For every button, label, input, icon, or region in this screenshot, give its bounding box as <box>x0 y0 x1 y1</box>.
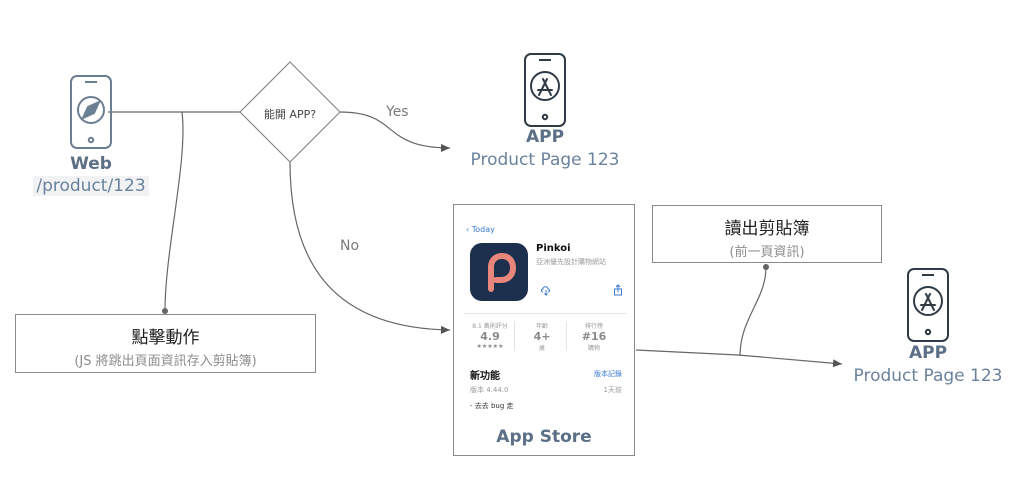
divider <box>566 321 567 351</box>
rating-stars: ★★★★★ <box>476 343 504 350</box>
click-action-title: 點擊動作 <box>131 328 200 348</box>
pinkoi-app-icon <box>470 243 528 301</box>
rating-value: 4.9 <box>480 330 500 343</box>
app-store-screenshot: ‹ Today Pinkoi 亞洲優先設計購物網站 8.1 萬則評分 4.9 ★… <box>464 215 626 421</box>
divider <box>464 313 626 314</box>
app-store-card: ‹ Today Pinkoi 亞洲優先設計購物網站 8.1 萬則評分 4.9 ★… <box>453 204 635 456</box>
app-top-subtitle: Product Page 123 <box>470 150 620 170</box>
age-value: 4+ <box>533 330 551 343</box>
no-label: No <box>340 238 360 254</box>
rank-value: #16 <box>581 330 607 343</box>
click-action-subtitle: (JS 將跳出頁面資訊存入剪貼簿) <box>74 354 257 369</box>
whats-new-heading: 新功能 <box>470 371 500 382</box>
age-label: 年齡 <box>535 323 548 330</box>
share-icon[interactable] <box>612 281 624 296</box>
compass-phone-icon <box>70 75 112 149</box>
age-block: 年齡 4+ 歲 <box>522 321 562 352</box>
decision-label: 能開 APP? <box>263 108 317 121</box>
time-ago: 1天前 <box>603 386 622 394</box>
read-clipboard-box: 讀出剪貼簿 (前一頁資訊) <box>652 205 882 263</box>
edge-clipboard-dot <box>763 264 769 270</box>
yes-label: Yes <box>386 104 409 120</box>
rank-label: 排行榜 <box>584 323 603 330</box>
back-today-link[interactable]: ‹ Today <box>466 225 495 234</box>
app-right-subtitle: Product Page 123 <box>853 366 1003 386</box>
decision-diamond <box>239 61 341 163</box>
edge-no <box>289 161 451 334</box>
click-action-box: 點擊動作 (JS 將跳出頁面資訊存入剪貼簿) <box>15 314 316 373</box>
web-path: /product/123 <box>33 176 149 196</box>
edge-store-to-app <box>635 349 843 368</box>
edge-yes <box>339 111 451 152</box>
app-top-title: APP <box>525 127 565 147</box>
edge-clipboard-to-flow <box>739 266 767 357</box>
rating-block: 8.1 萬則評分 4.9 ★★★★★ <box>470 321 510 350</box>
edge-click-dot <box>162 308 168 314</box>
app-tagline: 亞洲優先設計購物網站 <box>536 258 606 266</box>
app-store-label: App Store <box>496 427 592 447</box>
back-today-label: Today <box>471 225 495 234</box>
app-store-phone-icon-top <box>524 53 566 127</box>
rank-unit: 購物 <box>587 345 600 352</box>
version-label: 版本 4.44.0 <box>470 386 509 394</box>
web-title: Web <box>70 154 112 174</box>
app-store-phone-icon-right <box>907 268 949 342</box>
edge-click-to-web <box>164 111 184 312</box>
age-unit: 歲 <box>538 345 545 352</box>
version-history-link[interactable]: 版本記錄 <box>594 370 622 378</box>
read-clipboard-title: 讀出剪貼簿 <box>724 219 810 239</box>
app-name: Pinkoi <box>536 243 571 254</box>
release-note: - 去去 bug 走 <box>470 402 514 410</box>
read-clipboard-subtitle: (前一頁資訊) <box>729 245 805 260</box>
app-right-title: APP <box>908 343 948 363</box>
divider <box>514 321 515 351</box>
rank-block: 排行榜 #16 購物 <box>574 321 614 352</box>
cloud-download-icon[interactable] <box>540 281 552 296</box>
rating-label: 8.1 萬則評分 <box>472 323 508 330</box>
